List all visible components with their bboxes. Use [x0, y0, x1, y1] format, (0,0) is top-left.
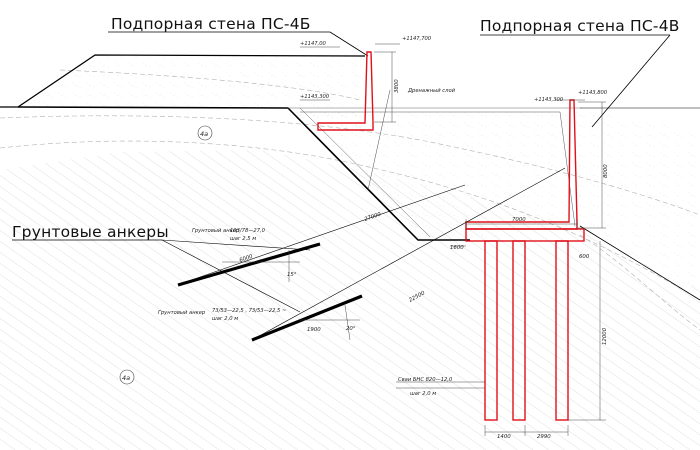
pile-1 [484, 240, 498, 421]
ground-anchors [177, 167, 566, 342]
soil-label-1: 4а [200, 130, 208, 138]
dim-8000: 8000 [603, 164, 609, 178]
anchor-1-label: Грунтовый анкер [192, 228, 240, 234]
dim-6000: 6000 [239, 254, 254, 264]
ground-profile [0, 54, 700, 301]
pile-2 [512, 240, 526, 421]
elevation-wall-v-base: +1143,300 [534, 97, 564, 103]
embankment-fill [18, 55, 365, 130]
dim-12000: 12000 [602, 327, 608, 345]
dim-20deg: 20° [346, 326, 356, 332]
anchors-title: Грунтовые анкеры [12, 223, 169, 241]
soil-label-2: 4а [122, 374, 130, 382]
anchor-2-type: 73/53—22,5 , 73/53—22,5 ~ [212, 308, 286, 314]
dim-27000: 27000 [364, 211, 383, 222]
dim-1600: 1600 [450, 245, 464, 251]
elevation-top-right: +1147,700 [402, 36, 432, 42]
soil-marker-1 [197, 125, 213, 141]
anchor-1-type: 103/78—27,0 [230, 228, 266, 234]
piles-label: Сваи БНС 820—12,0 [398, 377, 453, 383]
elevation-mid-left: +1143,300 [300, 94, 330, 100]
soil-marker-2 [119, 369, 135, 385]
anchor-2-label: Грунтовый анкер [158, 310, 206, 316]
dim-7000: 7000 [512, 217, 526, 223]
dim-3800: 3800 [394, 79, 400, 93]
wall-b-title: Подпорная стена ПС-4Б [111, 15, 311, 33]
fill-soil-area [0, 105, 700, 290]
wall-v-title: Подпорная стена ПС-4В [480, 17, 680, 35]
dimension-lines [222, 43, 606, 436]
retaining-wall-ps4b [317, 51, 374, 131]
dim-1900: 1900 [307, 327, 321, 333]
elevation-top-left: +1147,00 [300, 41, 326, 47]
pile-3 [555, 240, 569, 421]
title-leaders [12, 31, 671, 313]
dim-2990: 2990 [537, 434, 551, 440]
dim-15deg: 15° [287, 272, 297, 278]
piles-step: шаг 2,0 м [410, 391, 436, 397]
drainage-label: Дренажный слой [407, 88, 456, 94]
dim-1400: 1400 [497, 434, 511, 440]
anchor-1-step: шаг 2,5 м [230, 236, 256, 242]
soil-boundaries [0, 69, 700, 331]
elevation-wall-v: +1143,800 [578, 90, 608, 96]
retaining-wall-ps4v [465, 99, 585, 421]
dim-600: 600 [579, 254, 590, 260]
anchor-2-step: шаг 2,0 м [212, 316, 238, 322]
